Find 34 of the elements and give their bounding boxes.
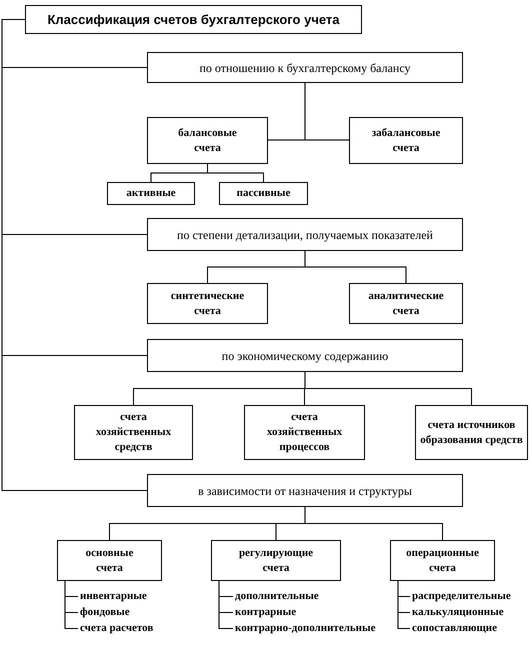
list-item-text: контрарно-дополнительные (235, 621, 385, 636)
connector-line (2, 19, 148, 491)
connector-line (218, 580, 234, 629)
list-item-text: дополнительные (235, 589, 385, 604)
connector-line (207, 164, 264, 182)
connector-line (304, 372, 472, 406)
list-item-text: инвентарные (80, 589, 190, 604)
category-box: в зависимости от назначения и структуры (147, 474, 463, 507)
category-box: по отношению к бухгалтерскому балансу (147, 52, 463, 83)
list-item-text: счета расчетов (80, 621, 190, 636)
list-item-text: контрарные (235, 605, 385, 620)
category-box: по экономическому содержанию (147, 339, 463, 372)
class-box: счета хозяйственных средств (74, 405, 193, 460)
class-box: счета хозяйственных процессов (244, 405, 365, 460)
connector-line (304, 82, 350, 140)
class-box: операционные счета (390, 540, 495, 581)
list-item-text: сопоставляющие (412, 621, 530, 636)
class-box: балансовые счета (147, 117, 268, 164)
list-item-text: распределительные (412, 589, 530, 604)
connector-line (64, 580, 78, 629)
connector-line (398, 580, 410, 629)
class-box: синтетические счета (147, 283, 268, 324)
list-item-text: фондовые (80, 605, 190, 620)
class-box: регулирующие счета (211, 540, 341, 581)
class-box: аналитические счета (349, 283, 463, 324)
connector-line (304, 506, 443, 540)
class-box: основные счета (57, 540, 162, 581)
class-box: забалансовые счета (349, 117, 463, 164)
class-box: активные (107, 182, 195, 205)
category-box: по степени детализации, получаемых показателей (147, 218, 463, 251)
title-box: Классификация счетов бухгалтерского учета (25, 5, 362, 34)
list-item-text: калькуляционные (412, 605, 530, 620)
class-box: счета источников образования средств (415, 405, 528, 460)
class-box: пассивные (219, 182, 308, 205)
